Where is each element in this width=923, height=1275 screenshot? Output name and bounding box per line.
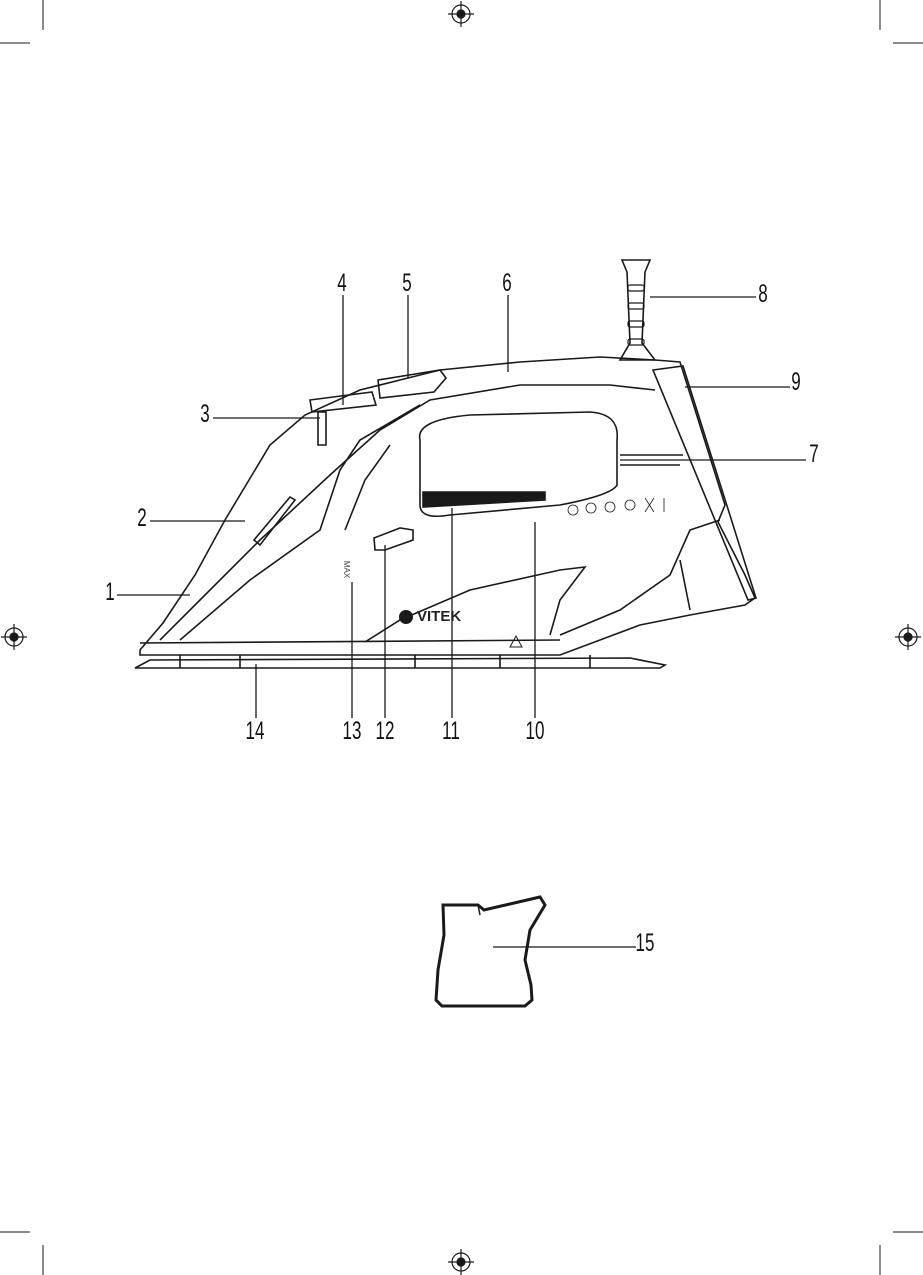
iron-body xyxy=(135,260,756,668)
callout-2: 2 xyxy=(128,506,155,531)
max-level-mark: MAX xyxy=(342,561,351,578)
callout-14: 14 xyxy=(241,719,268,744)
leader-lines xyxy=(117,295,806,947)
measuring-cup xyxy=(436,897,545,1006)
callout-13: 13 xyxy=(338,719,365,744)
callout-10: 10 xyxy=(521,719,548,744)
callout-3: 3 xyxy=(191,402,218,427)
callout-4: 4 xyxy=(328,271,355,296)
callout-7: 7 xyxy=(800,442,827,467)
callout-6: 6 xyxy=(493,271,520,296)
callout-9: 9 xyxy=(782,370,809,395)
brand-logo: VITEK xyxy=(417,608,461,625)
callout-12: 12 xyxy=(371,719,398,744)
callout-1: 1 xyxy=(96,580,123,605)
callout-5: 5 xyxy=(393,271,420,296)
callout-15: 15 xyxy=(631,931,658,956)
callout-8: 8 xyxy=(749,282,776,307)
callout-11: 11 xyxy=(437,719,464,744)
